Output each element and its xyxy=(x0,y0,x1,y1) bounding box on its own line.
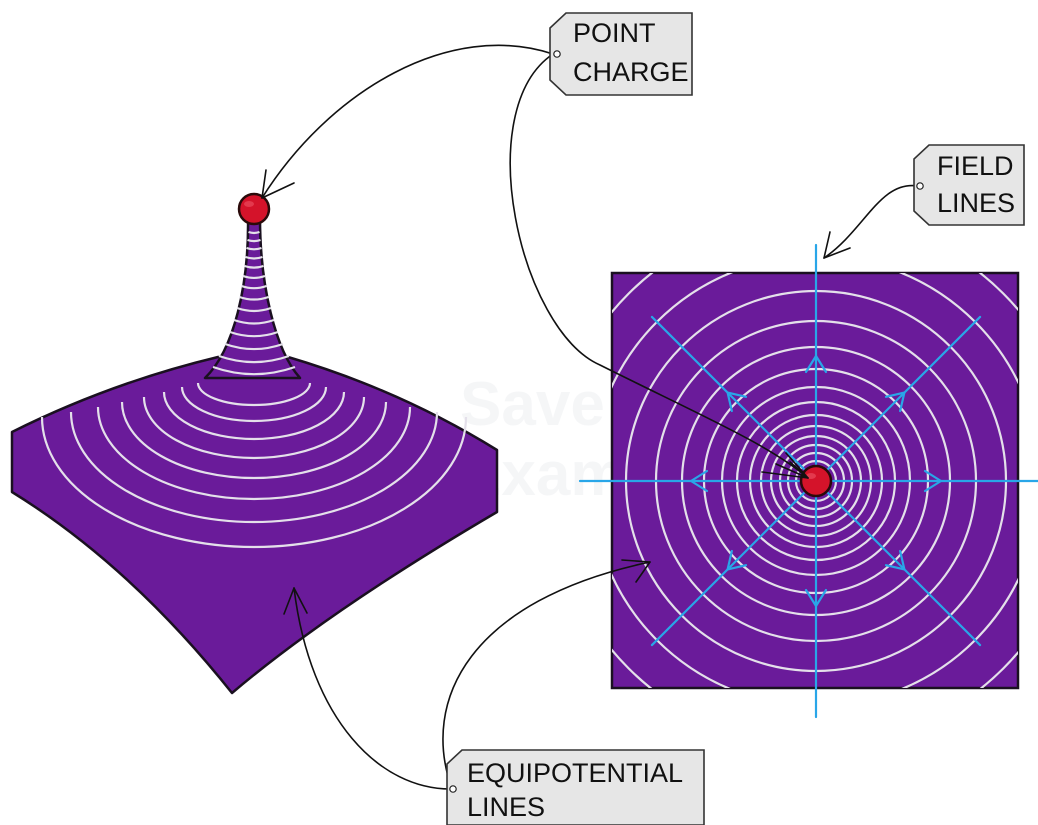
watermark-line-1: Save xyxy=(460,370,605,439)
surface-body xyxy=(10,355,499,695)
leader-equipotential-to-field xyxy=(442,561,651,790)
spike-ring-9 xyxy=(236,306,272,313)
field-view-2d xyxy=(578,243,1038,719)
leader-equipotential-to-surface xyxy=(293,587,453,790)
point-charge-3d xyxy=(237,192,271,226)
field-arrow-7 xyxy=(804,354,828,374)
spike-ring-2 xyxy=(247,238,261,243)
surface-equipotential-rings xyxy=(40,230,468,549)
spike-ring-10 xyxy=(233,318,275,325)
leader-point-charge-to-surface xyxy=(261,44,554,199)
point-charge-label-line-1: POINT xyxy=(573,18,656,48)
surface-ring-6 xyxy=(96,406,412,501)
spike-ring-13 xyxy=(218,354,290,364)
spike-ring-4 xyxy=(245,255,263,260)
surface-spike xyxy=(203,216,302,380)
spike-ring-8 xyxy=(239,295,269,301)
surface-ring-2 xyxy=(180,386,328,423)
field-arrow-2 xyxy=(884,549,906,571)
spike-ring-7 xyxy=(241,284,267,290)
field-arrow-5 xyxy=(689,469,709,493)
field-lines-label-line-1: FIELD xyxy=(937,151,1014,181)
surface-ring-1 xyxy=(196,382,312,407)
spike-ring-3 xyxy=(246,246,262,251)
potential-surface-3d xyxy=(10,192,499,695)
field-arrow-3 xyxy=(804,588,828,608)
field-lines-label-line-2: LINES xyxy=(937,188,1015,218)
surface-ring-5 xyxy=(120,401,388,480)
leader-point-charge-to-field xyxy=(509,53,809,479)
leader-field-lines xyxy=(823,184,919,259)
spike-ring-14 xyxy=(212,365,296,376)
spike-ring-11 xyxy=(229,330,279,338)
equipotential-label-line-1: EQUIPOTENTIAL xyxy=(467,758,683,788)
callout-leaders xyxy=(261,44,919,790)
surface-ring-7 xyxy=(69,411,439,524)
spike-ring-12 xyxy=(224,342,284,351)
field-arrow-1 xyxy=(923,469,943,493)
spike-ring-6 xyxy=(242,274,266,280)
surface-ring-4 xyxy=(142,396,366,460)
field-lines xyxy=(578,243,1038,719)
point-charge-tag: POINT CHARGE xyxy=(549,12,693,96)
point-charge-label-line-2: CHARGE xyxy=(573,57,689,87)
field-arrow-6 xyxy=(726,391,748,413)
equipotential-lines-tag: EQUIPOTENTIAL LINES xyxy=(446,749,705,825)
surface-ring-8 xyxy=(40,416,468,549)
equipotential-label-line-2: LINES xyxy=(467,792,545,822)
field-lines-tag: FIELD LINES xyxy=(913,144,1025,226)
field-arrow-4 xyxy=(726,549,748,571)
spike-ring-1 xyxy=(248,230,260,235)
spike-ring-5 xyxy=(244,264,264,269)
point-charge-2d xyxy=(799,464,833,498)
surface-ring-3 xyxy=(162,391,346,441)
field-arrow-8 xyxy=(884,391,906,413)
